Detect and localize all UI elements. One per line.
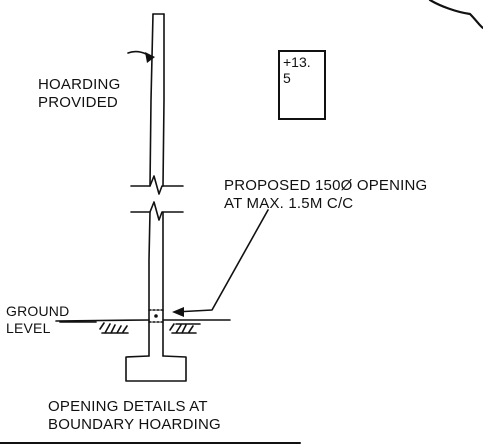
ground-note-line-1: GROUND (6, 303, 70, 319)
ground-hatch-right (169, 323, 201, 334)
level-marker-line-1: +13. (283, 54, 311, 70)
drawing-title-line-1: OPENING DETAILS AT (48, 398, 208, 415)
torn-corner (428, 0, 483, 30)
opening-arrowhead (172, 307, 184, 317)
break-line-lower (130, 201, 184, 221)
drawing-title: OPENING DETAILS AT BOUNDARY HOARDING (48, 398, 221, 434)
level-marker-box: +13. 5 (278, 50, 326, 120)
opening-note-line-2: AT MAX. 1.5M C/C (224, 195, 354, 212)
break-line-upper (130, 175, 184, 195)
hoarding-note: HOARDING PROVIDED (38, 76, 120, 112)
ground-note-line-2: LEVEL (6, 320, 51, 336)
wall-upper-left-edge (149, 13, 154, 187)
opening-center-dot (154, 314, 158, 318)
ground-hatch-left (99, 322, 129, 334)
hoarding-arrowhead (145, 52, 155, 63)
wall-lower-left-edge (148, 211, 151, 357)
hoarding-note-line-1: HOARDING (38, 76, 121, 93)
hoarding-note-line-2: PROVIDED (38, 94, 118, 111)
ground-line (55, 319, 150, 322)
level-marker-line-2: 5 (283, 70, 291, 86)
opening-note: PROPOSED 150Ø OPENING AT MAX. 1.5M C/C (224, 177, 427, 213)
opening-note-line-1: PROPOSED 150Ø OPENING (224, 177, 428, 194)
drawing-title-line-2: BOUNDARY HOARDING (48, 416, 221, 433)
wall-upper-right-edge (162, 13, 165, 187)
opening-leader (174, 209, 269, 313)
footing-outline (125, 355, 187, 382)
ground-level-note: GROUND LEVEL (6, 303, 69, 337)
